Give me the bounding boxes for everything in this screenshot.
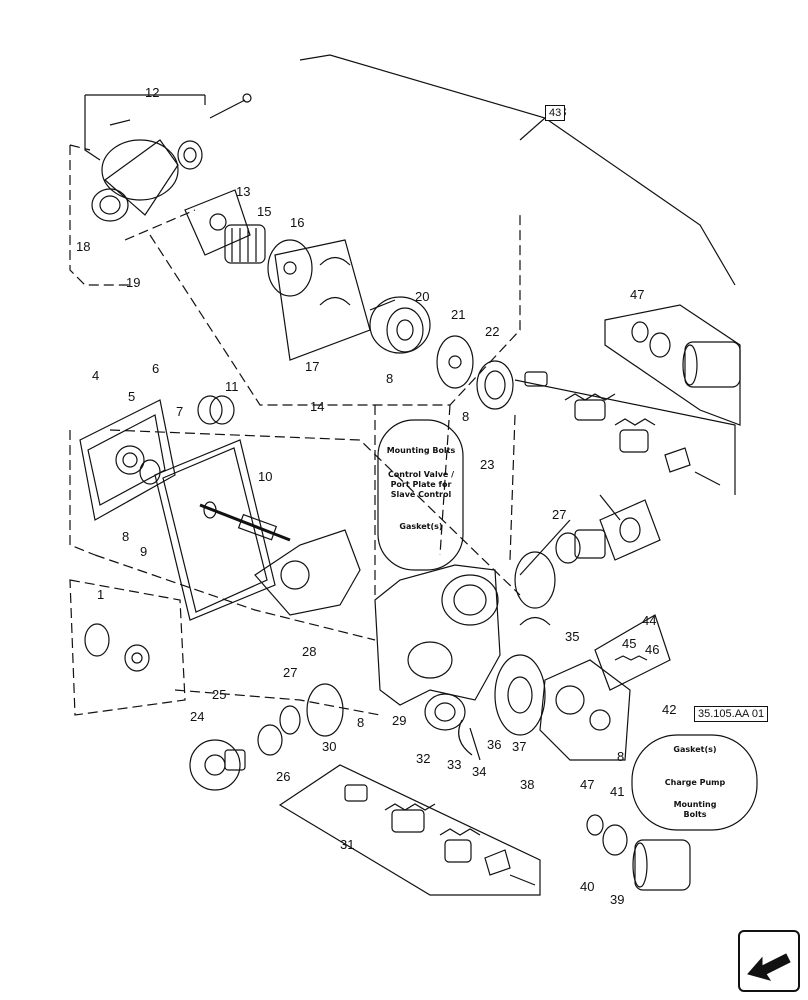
callout-47a: 47 — [630, 287, 645, 302]
callout-4: 4 — [92, 368, 100, 383]
callout-13: 13 — [236, 184, 251, 199]
ref-box-35-105[interactable]: 35.105.AA 01 — [694, 706, 769, 722]
note-23-line3: Port Plate for — [390, 480, 452, 489]
callout-47b: 47 — [580, 777, 595, 792]
callout-37: 37 — [512, 739, 527, 754]
note-35-line3: Mounting — [673, 800, 717, 809]
callout-19: 19 — [126, 275, 141, 290]
previous-page-arrow-icon — [747, 953, 791, 981]
note-35-line2: Charge Pump — [664, 778, 726, 787]
ref-box-43[interactable]: 43 — [545, 105, 566, 121]
callout-7: 7 — [176, 404, 184, 419]
callout-46: 46 — [645, 642, 660, 657]
callout-18: 18 — [76, 239, 91, 254]
callout-9: 9 — [140, 544, 148, 559]
callout-21: 21 — [451, 307, 466, 322]
callout-8a: 8 — [386, 371, 394, 386]
callout-11: 11 — [225, 379, 239, 394]
callout-10: 10 — [258, 469, 273, 484]
callout-44: 44 — [642, 613, 657, 628]
callout-8d: 8 — [357, 715, 365, 730]
callout-32: 32 — [416, 751, 431, 766]
callout-28: 28 — [302, 644, 317, 659]
callout-30: 30 — [322, 739, 337, 754]
note-23-line2: Control Valve / — [387, 470, 455, 479]
callout-17: 17 — [305, 359, 320, 374]
callout-24: 24 — [190, 709, 205, 724]
callout-42: 42 — [662, 702, 677, 717]
callout-8b: 8 — [462, 409, 470, 424]
callout-39: 39 — [610, 892, 625, 907]
callout-1: 1 — [97, 587, 105, 602]
callout-25: 25 — [212, 687, 227, 702]
note-23-line5: Gasket(s) — [399, 522, 443, 531]
note-35-line4: Bolts — [683, 810, 707, 819]
note-23-line4: Slave Control — [390, 490, 452, 499]
previous-page-button[interactable] — [738, 930, 800, 992]
callout-27a: 27 — [552, 507, 567, 522]
callout-12: 12 — [145, 85, 160, 100]
callout-15: 15 — [257, 204, 272, 219]
callout-31: 31 — [340, 837, 355, 852]
callout-20: 20 — [415, 289, 430, 304]
callout-8e: 8 — [617, 749, 625, 764]
note-35-line1: Gasket(s) — [673, 745, 717, 754]
callout-29: 29 — [392, 713, 407, 728]
callout-14: 14 — [310, 399, 325, 414]
callout-16: 16 — [290, 215, 305, 230]
callout-5: 5 — [128, 389, 136, 404]
callout-6: 6 — [152, 361, 160, 376]
callout-38: 38 — [520, 777, 535, 792]
callout-27b: 27 — [283, 665, 298, 680]
callout-41: 41 — [610, 784, 625, 799]
callout-33: 33 — [447, 757, 462, 772]
callout-22: 22 — [485, 324, 500, 339]
callout-40: 40 — [580, 879, 595, 894]
callout-23: 23 — [480, 457, 495, 472]
callout-34: 34 — [472, 764, 487, 779]
callout-45: 45 — [622, 636, 637, 651]
callout-35: 35 — [565, 629, 580, 644]
callout-36: 36 — [487, 737, 502, 752]
callout-8c: 8 — [122, 529, 130, 544]
callout-26: 26 — [276, 769, 291, 784]
note-23-line1: Mounting Bolts — [386, 446, 456, 455]
